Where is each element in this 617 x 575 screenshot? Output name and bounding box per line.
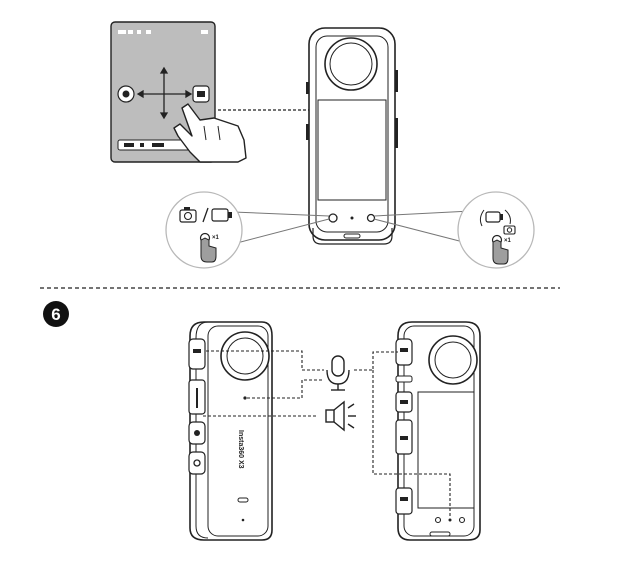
- tap-count-left: ×1: [212, 235, 220, 241]
- speaker-icon: [325, 400, 356, 432]
- camera-rear-view: [395, 321, 481, 541]
- callout-lens-switch: ×1: [373, 191, 535, 269]
- camera-side-view: Insta360 X3: [188, 321, 273, 541]
- tap-hand-icon-left: [199, 232, 217, 263]
- lens-switch-icon: [479, 209, 516, 235]
- tap-count-right: ×1: [504, 238, 512, 244]
- pointing-hand-icon: [173, 103, 247, 163]
- step-number-badge: 6: [43, 301, 69, 327]
- screen-right-mode-icon: [192, 85, 210, 103]
- screen-left-mode-icon: [117, 85, 135, 103]
- callout-mode-switch: ×1: [165, 191, 330, 269]
- tap-hand-icon-right: [491, 234, 509, 265]
- leader-lines: [203, 350, 451, 516]
- swipe-arrows-icon: [136, 66, 193, 120]
- camera-brand-text: Insta360 X3: [237, 430, 244, 469]
- step-number: 6: [51, 305, 60, 324]
- camera-back-view: [306, 27, 398, 245]
- photo-mode-icon: [179, 207, 197, 223]
- video-mode-icon: [211, 208, 232, 222]
- microphone-icon: [326, 355, 350, 391]
